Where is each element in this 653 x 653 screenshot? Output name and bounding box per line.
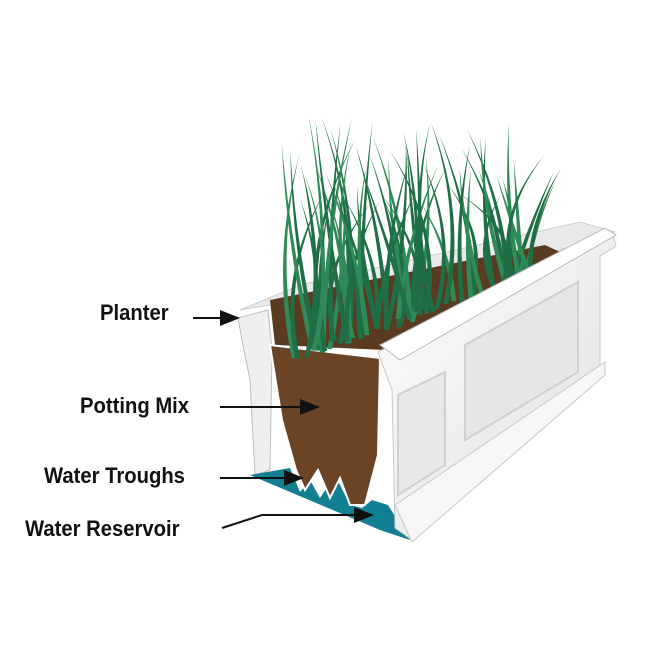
grass-blade	[344, 200, 380, 342]
grass-blade	[506, 154, 545, 282]
grass-blade	[496, 175, 533, 279]
grass-blade	[355, 145, 390, 331]
planter-left-wall	[237, 309, 273, 476]
grass-blade	[290, 190, 325, 359]
grass-blade	[455, 190, 511, 284]
grass-blade	[325, 171, 370, 336]
grass-blade	[403, 131, 421, 313]
grass-blade	[362, 170, 412, 319]
potting-mix-shape	[268, 343, 382, 506]
grass-blade	[447, 183, 479, 294]
grass-blade	[338, 144, 356, 338]
grass-blade	[465, 169, 474, 298]
grass	[281, 115, 562, 359]
grass-blade	[321, 116, 351, 344]
water-reservoir-arrow	[221, 507, 374, 529]
grass-blade	[383, 198, 406, 325]
grass-blade	[423, 163, 446, 309]
panel-recess-large	[464, 280, 579, 442]
grass-blade	[507, 122, 523, 284]
grass-blade	[305, 175, 325, 351]
grass-blade	[374, 188, 418, 329]
grass-blade	[527, 167, 562, 277]
grass-blade	[421, 203, 457, 302]
grass-blade	[300, 164, 318, 358]
planter-label: Planter	[100, 300, 169, 325]
grass-blade	[283, 154, 300, 359]
grass-blade	[328, 122, 341, 342]
grass-blade	[418, 123, 436, 313]
grass-blade	[457, 145, 470, 306]
planter-front-rim	[379, 227, 617, 361]
planter-base-trim	[394, 361, 606, 543]
grass-blade	[482, 197, 500, 292]
grass-blade	[430, 121, 455, 304]
water-reservoir-label: Water Reservoir	[25, 516, 180, 541]
grass-blade	[384, 139, 407, 329]
grass-blade	[395, 164, 439, 319]
grass-blade	[332, 180, 362, 336]
potting-mix-label: Potting Mix	[80, 393, 190, 418]
water-troughs-label: Water Troughs	[44, 463, 185, 488]
panel-recess-small	[397, 370, 446, 497]
